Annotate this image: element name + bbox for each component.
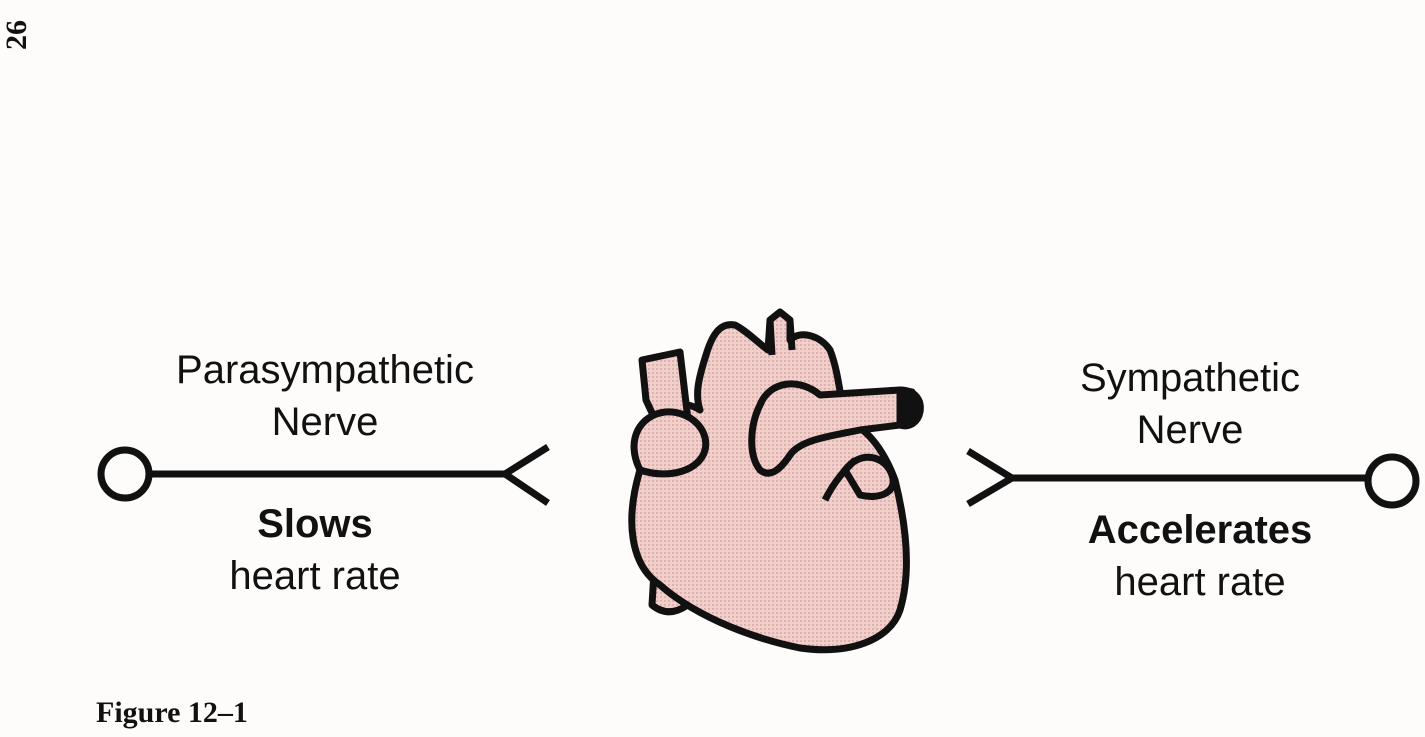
sympathetic-effect-label: Accelerates heart rate	[1000, 504, 1400, 608]
synapse-fork-icon	[498, 444, 550, 506]
heart-icon	[628, 308, 924, 654]
parasympathetic-name-line1: Parasympathetic	[176, 348, 474, 392]
sympathetic-nerve-label: Sympathetic Nerve	[1000, 352, 1380, 456]
synapse-fork-icon	[966, 448, 1019, 508]
nerve-ending-circle-icon	[97, 446, 153, 502]
sympathetic-effect-strong: Accelerates	[1087, 508, 1313, 552]
sympathetic-effect-rest: heart rate	[1114, 560, 1286, 604]
parasympathetic-effect-label: Slows heart rate	[110, 498, 520, 602]
sympathetic-name-line1: Sympathetic	[1079, 356, 1301, 400]
sympathetic-nerve	[966, 448, 1420, 509]
parasympathetic-nerve-label: Parasympathetic Nerve	[110, 344, 540, 448]
parasympathetic-name-line2: Nerve	[271, 400, 379, 444]
parasympathetic-effect-rest: heart rate	[229, 554, 401, 598]
sympathetic-name-line2: Nerve	[1136, 408, 1244, 452]
parasympathetic-effect-strong: Slows	[257, 502, 373, 546]
figure-caption: Figure 12–1	[96, 696, 248, 729]
nerve-ending-circle-icon	[1364, 453, 1420, 509]
parasympathetic-nerve	[97, 444, 550, 506]
